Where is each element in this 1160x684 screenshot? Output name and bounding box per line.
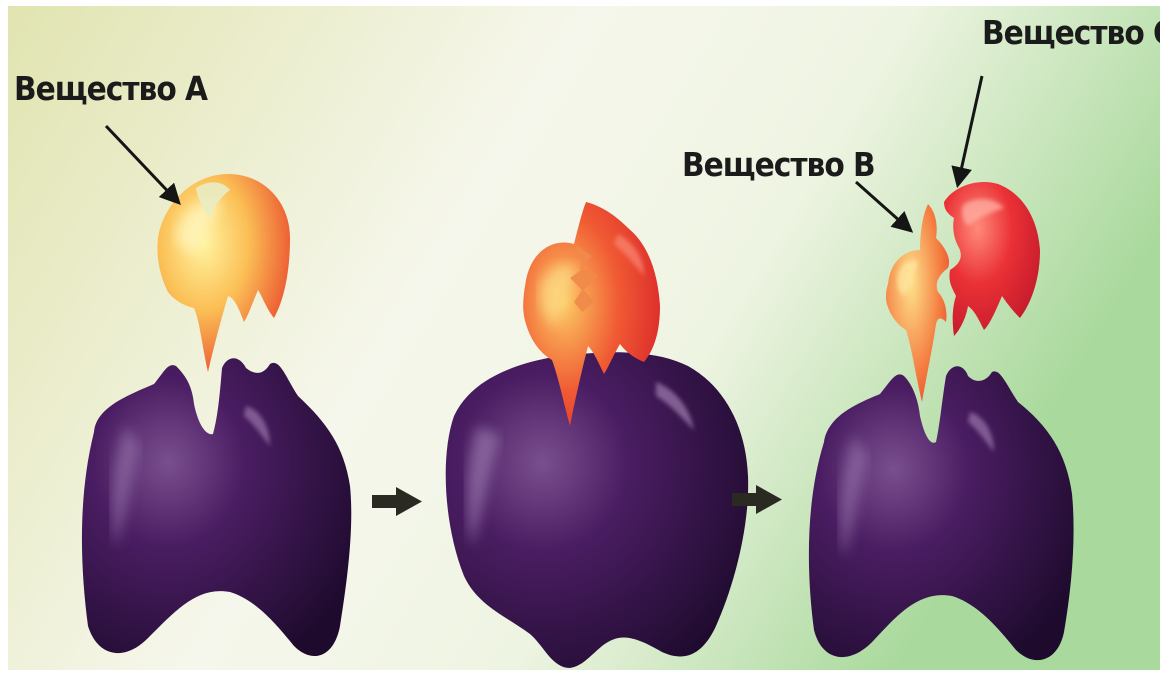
label-substance-a: Вещество A <box>14 72 207 105</box>
label-substance-c: Вещество C <box>982 16 1160 49</box>
enzyme-reaction-diagram: Вещество A Вещество B Вещество C <box>8 6 1160 670</box>
label-substance-b: Вещество B <box>682 148 875 181</box>
